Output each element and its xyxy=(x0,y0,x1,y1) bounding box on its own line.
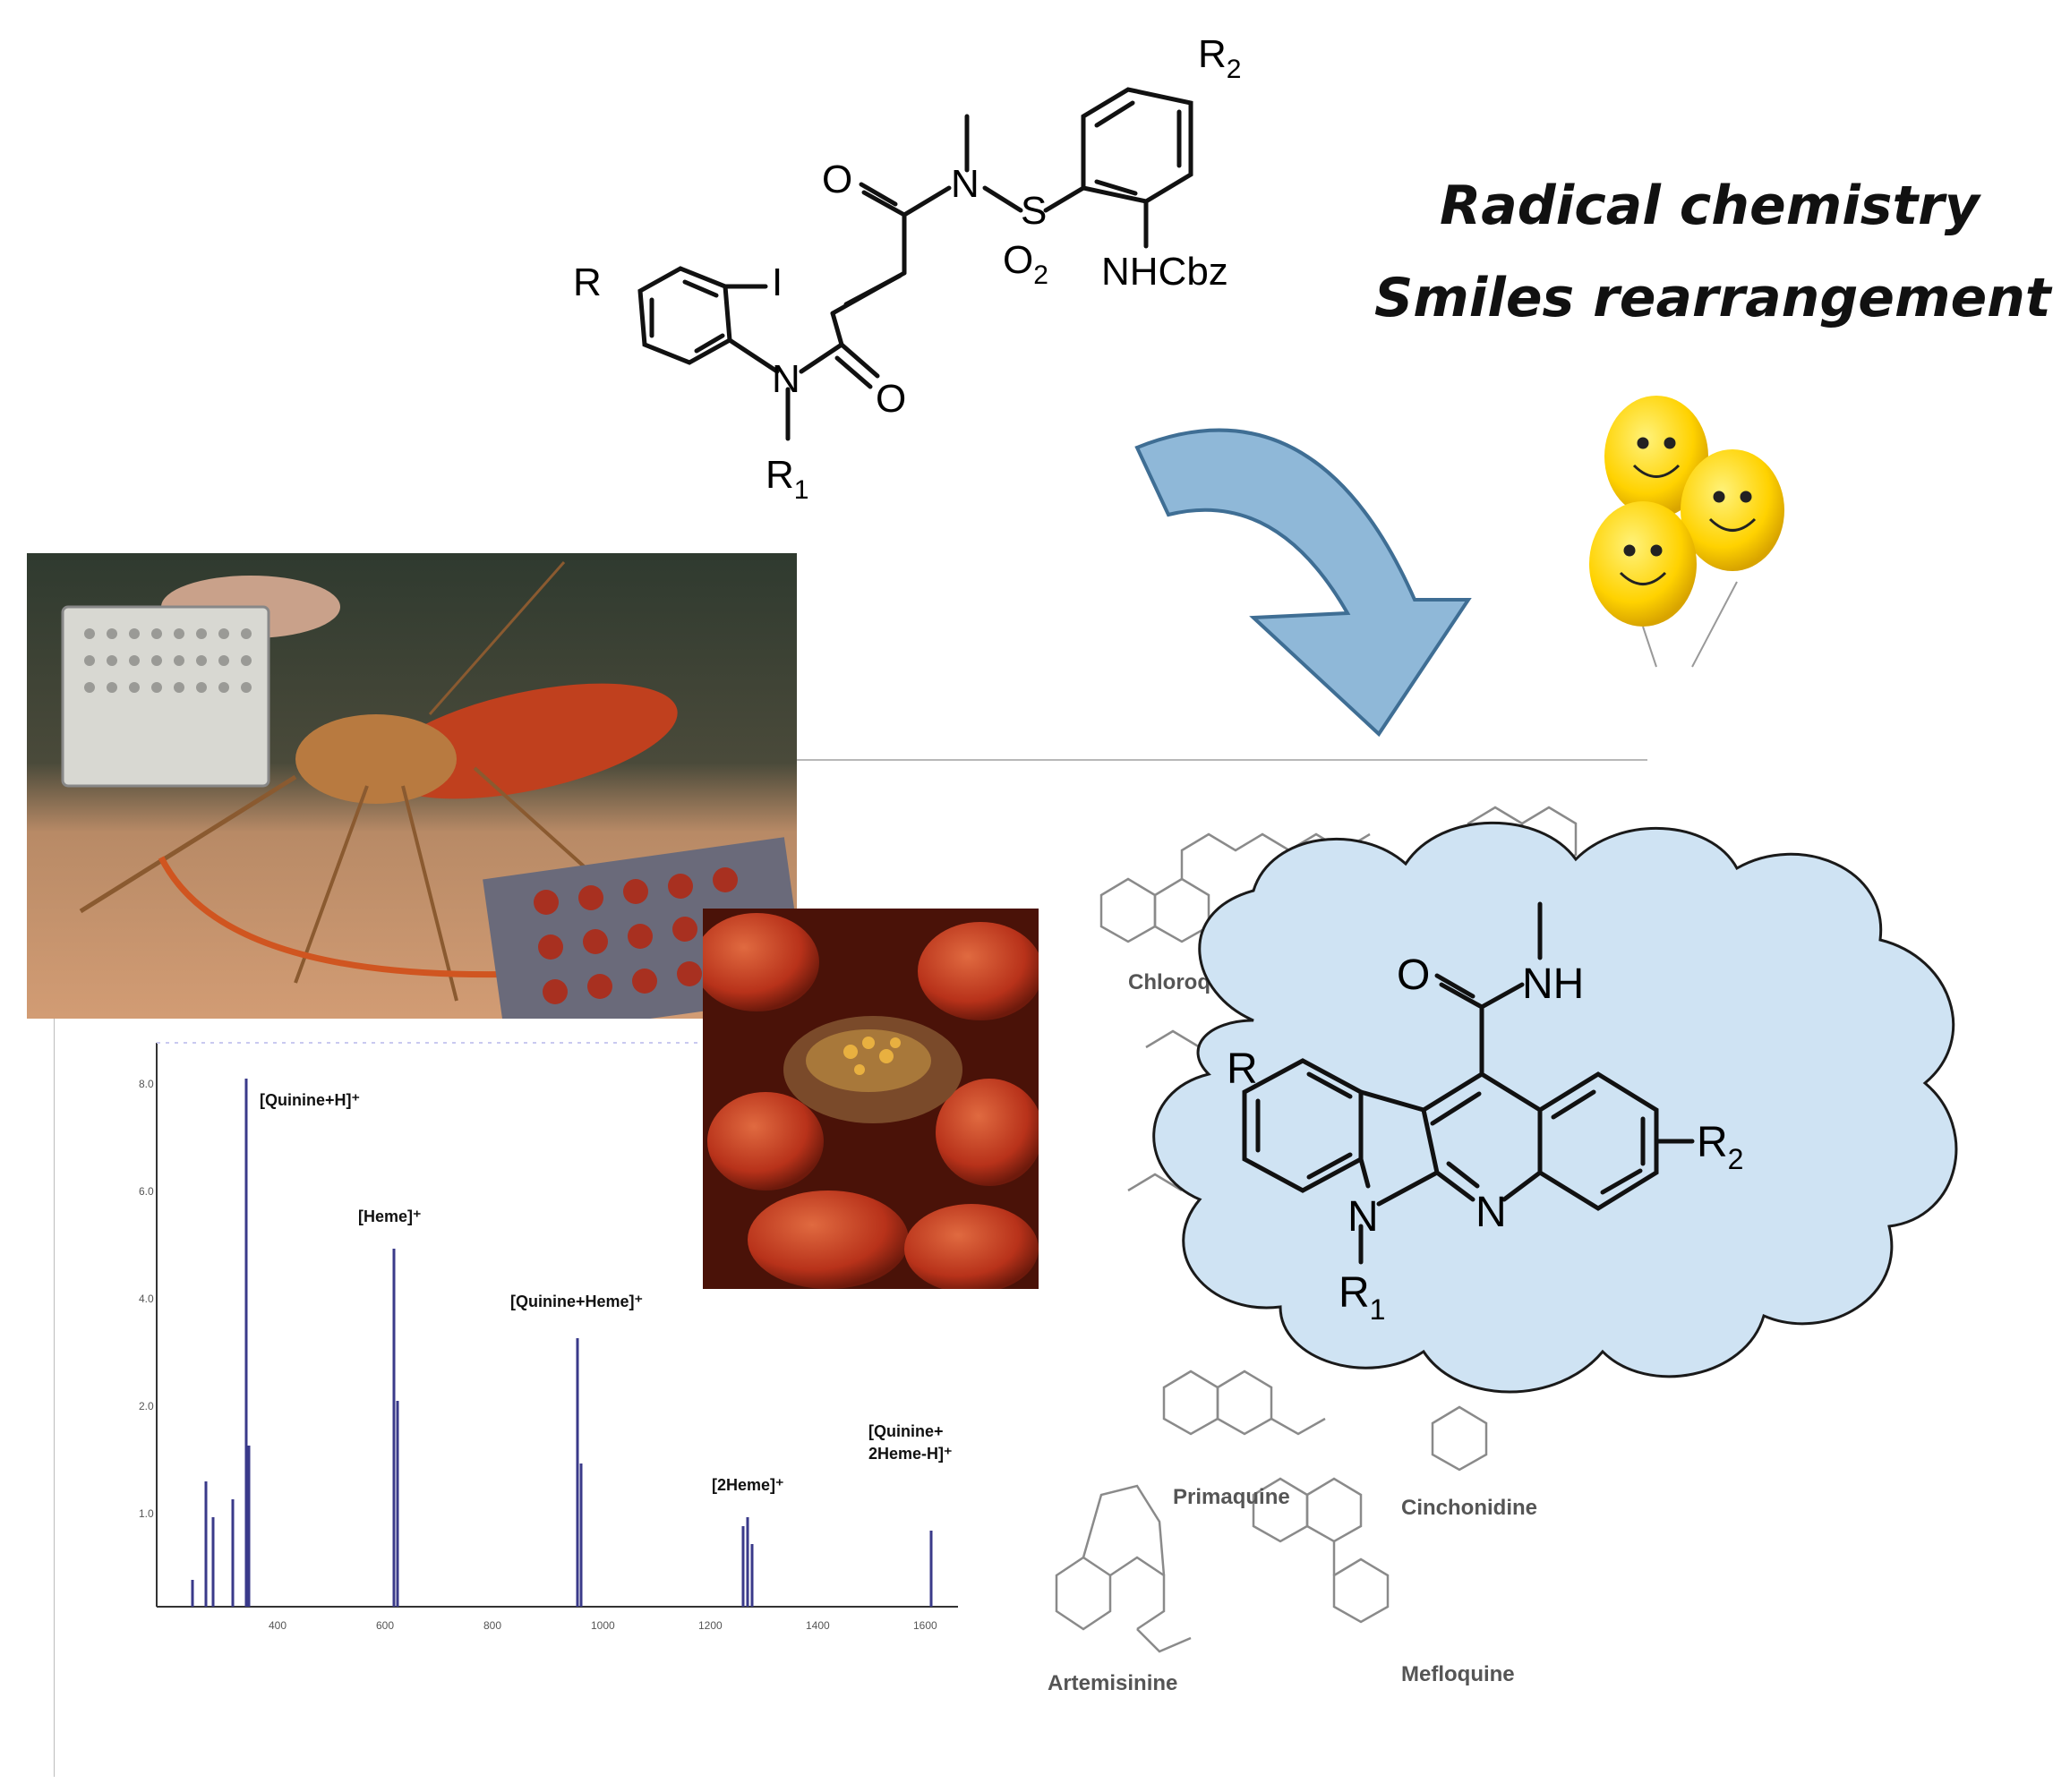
product-R2: R2 xyxy=(1697,1119,1743,1175)
product-R1: R1 xyxy=(1339,1269,1385,1326)
svg-text:8.0: 8.0 xyxy=(139,1078,154,1090)
product-N-indole: N xyxy=(1347,1193,1379,1241)
mosquito-photo xyxy=(27,553,797,1019)
drug-primaquine: Primaquine xyxy=(1173,1485,1290,1509)
peak-label-quinine-2heme-1: [Quinine+ xyxy=(868,1422,944,1440)
headline-line1: Radical chemistry xyxy=(1440,175,1980,237)
divider-line xyxy=(788,759,1647,761)
product-NH: NH xyxy=(1522,960,1584,1008)
svg-text:1000: 1000 xyxy=(591,1619,615,1632)
reactant-R1: R1 xyxy=(766,453,808,505)
curved-arrow xyxy=(1134,428,1472,738)
svg-text:4.0: 4.0 xyxy=(139,1293,154,1305)
reactant-NHCbz: NHCbz xyxy=(1101,250,1228,294)
drug-structures: Chloroquine Primaquine Cinchonidine Arte… xyxy=(1048,806,1578,1695)
svg-text:600: 600 xyxy=(376,1619,394,1632)
reactant-O2: O2 xyxy=(1003,238,1048,290)
reactant-O-bottom: O xyxy=(876,377,906,421)
drug-artemisinine: Artemisinine xyxy=(1048,1671,1177,1695)
svg-text:400: 400 xyxy=(269,1619,287,1632)
reactant-N-amide: N xyxy=(951,162,979,206)
reactant-N-aniline: N xyxy=(772,357,800,401)
smiley-balloons xyxy=(1589,396,1784,668)
reactant-R: R xyxy=(573,260,602,304)
peak-label-heme: [Heme]⁺ xyxy=(358,1207,422,1225)
peak-label-quinine-heme: [Quinine+Heme]⁺ xyxy=(510,1293,643,1310)
reactant-S: S xyxy=(1021,189,1047,233)
drug-mefloquine: Mefloquine xyxy=(1401,1662,1515,1686)
svg-text:2.0: 2.0 xyxy=(139,1400,154,1412)
svg-text:1.0: 1.0 xyxy=(139,1507,154,1520)
peak-label-quinine-h: [Quinine+H]⁺ xyxy=(260,1091,360,1109)
reactant-O-top: O xyxy=(822,158,852,201)
reactant-R2: R2 xyxy=(1198,32,1241,84)
peak-label-quinine-2heme-2: 2Heme-H]⁺ xyxy=(868,1445,953,1463)
product-cloud: O NH R R2 N N R1 xyxy=(1152,821,1958,1394)
product-O: O xyxy=(1397,951,1430,999)
svg-text:800: 800 xyxy=(483,1619,501,1632)
product-N-pyridine: N xyxy=(1476,1189,1507,1236)
blood-cells-photo xyxy=(703,909,1039,1289)
svg-text:1400: 1400 xyxy=(806,1619,830,1632)
svg-text:1200: 1200 xyxy=(698,1619,723,1632)
svg-text:1600: 1600 xyxy=(913,1619,937,1632)
headline-line2: Smiles rearrangement xyxy=(1374,267,2051,329)
svg-text:6.0: 6.0 xyxy=(139,1185,154,1198)
peak-label-2heme: [2Heme]⁺ xyxy=(712,1476,784,1494)
reactant-I: I xyxy=(772,260,783,304)
drug-cinchonidine: Cinchonidine xyxy=(1401,1496,1537,1520)
product-R: R xyxy=(1227,1045,1258,1093)
reactant-structure: R I O N S O2 R2 NHCbz O N R1 xyxy=(573,32,1241,505)
